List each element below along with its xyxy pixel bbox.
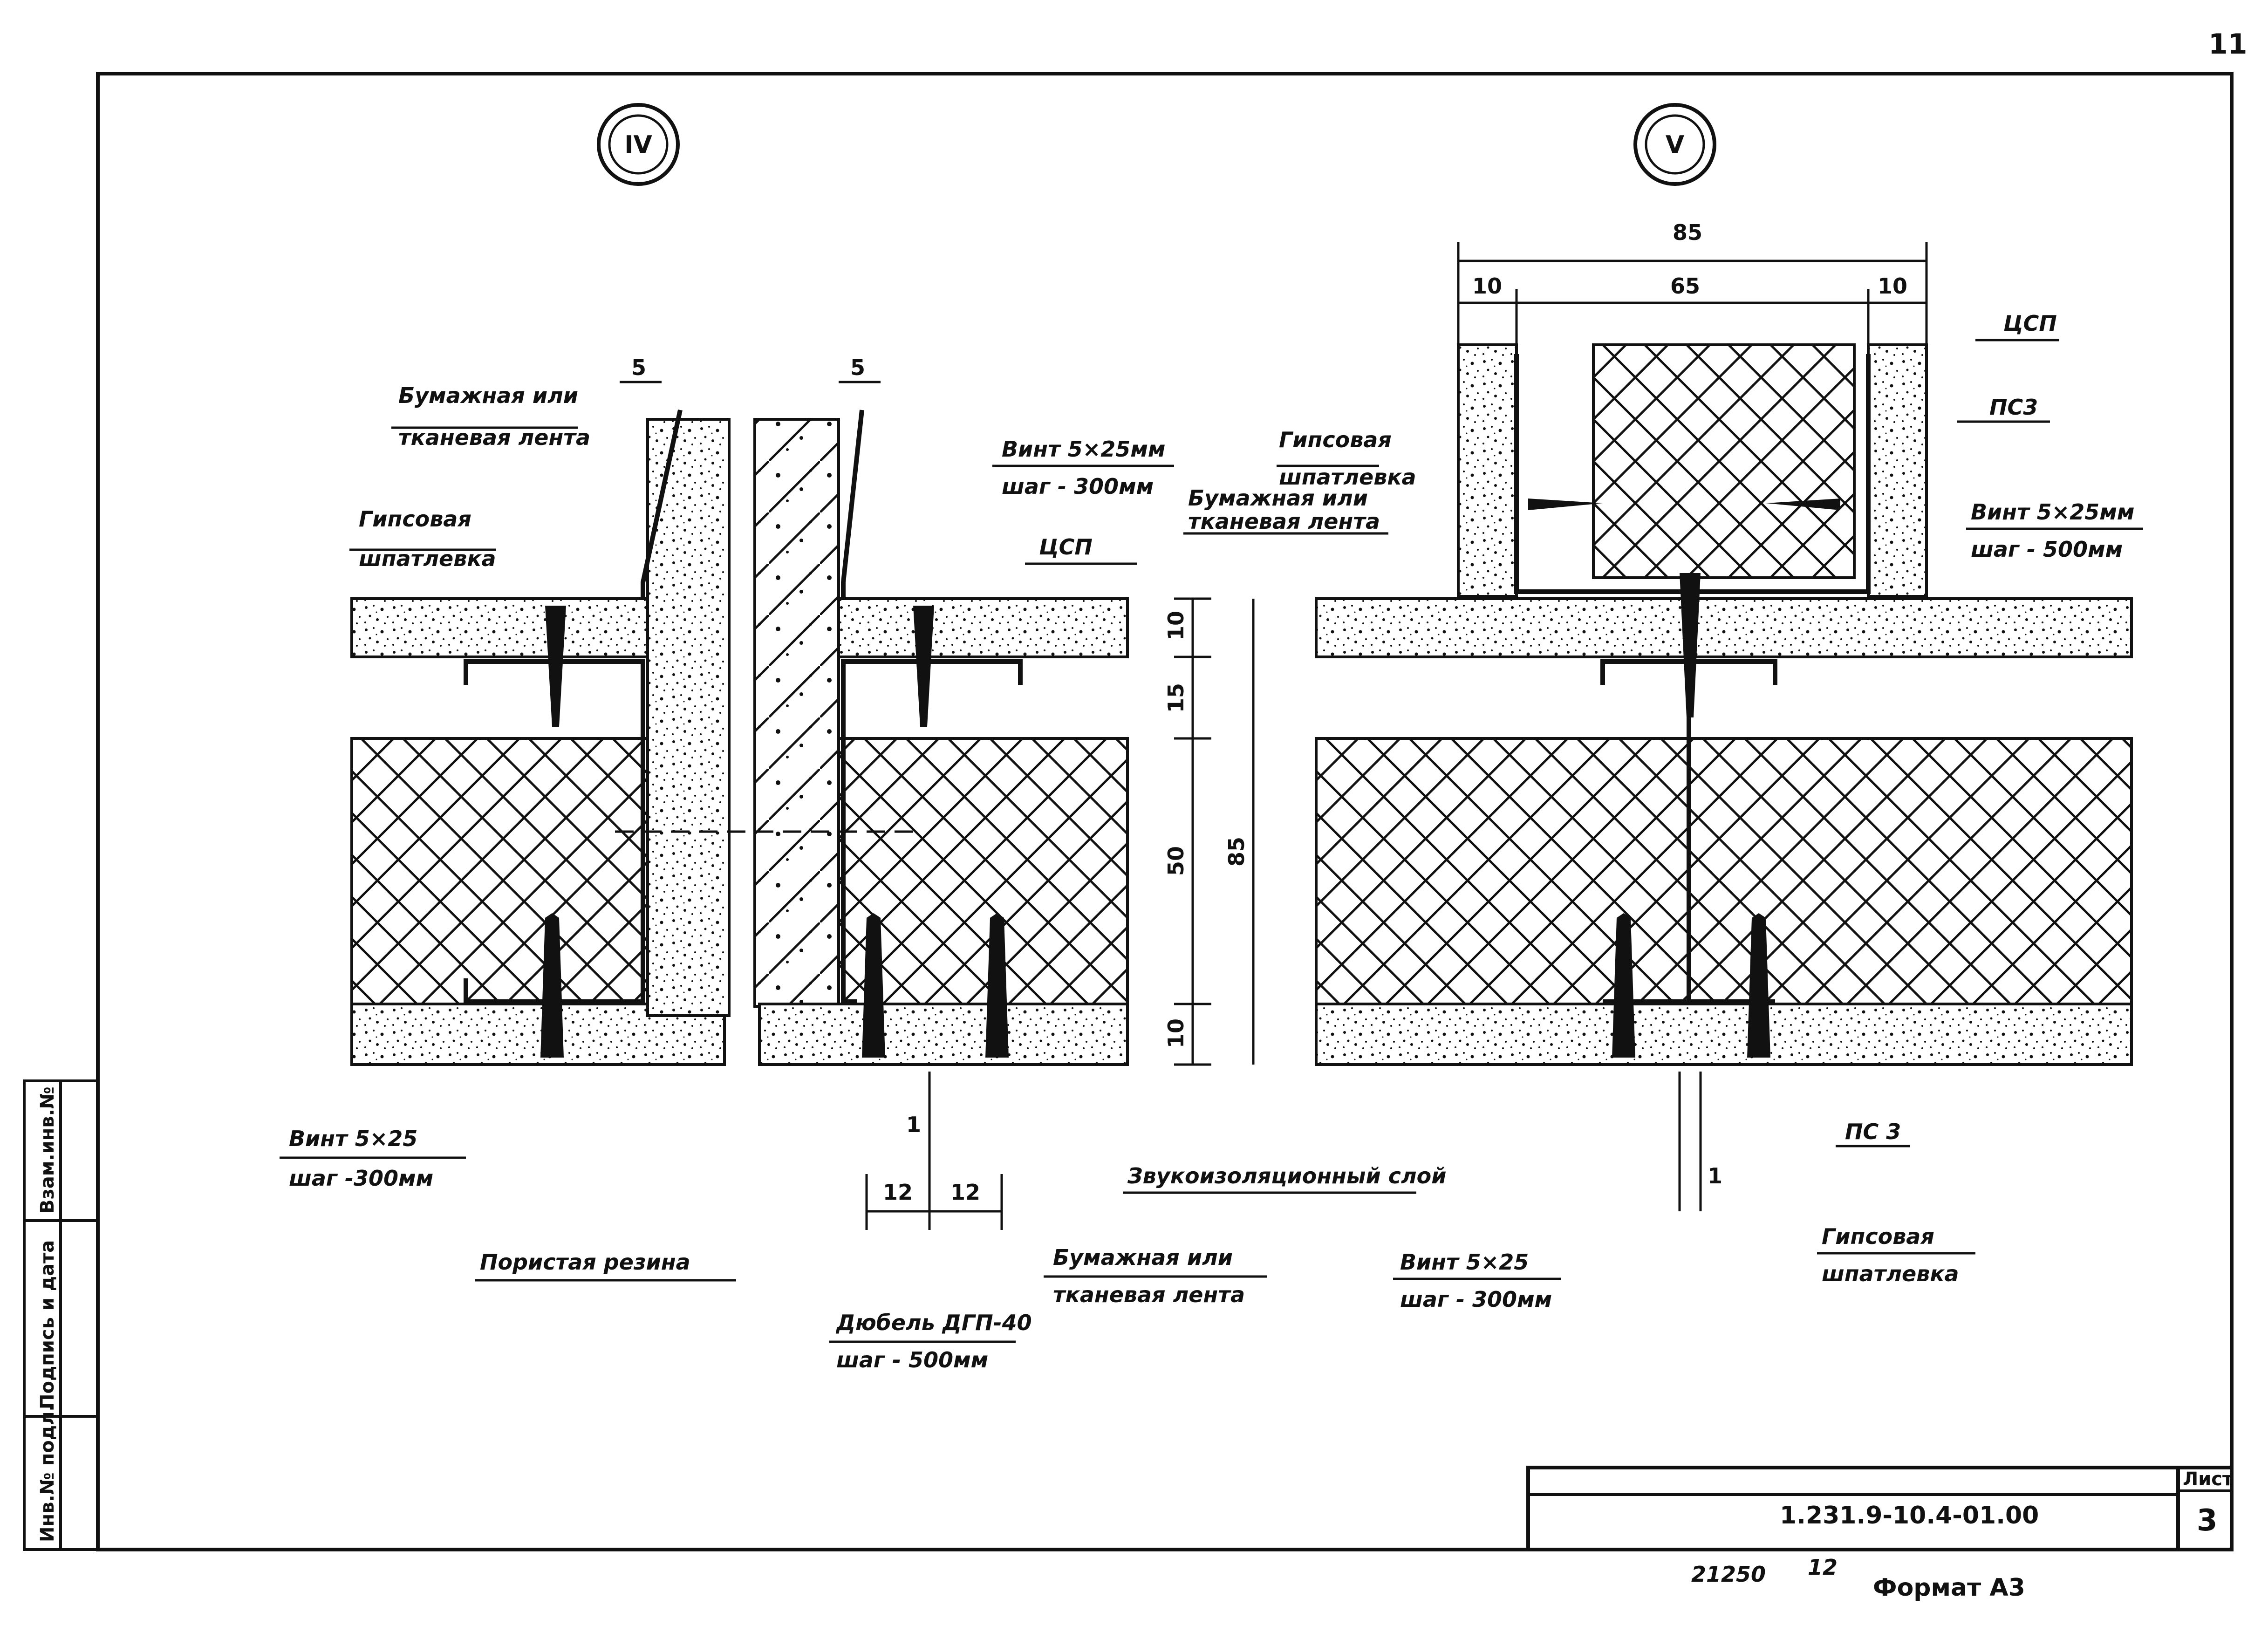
title-block: 1.231.9-10.4-01.00 Лист 3	[1526, 1466, 2234, 1551]
screw-icon	[1528, 499, 1840, 1058]
label-tape-mid-1: Бумажная или	[1053, 1245, 1233, 1270]
dim-50: 50	[1163, 846, 1189, 876]
sheet-number: 3	[2197, 1503, 2218, 1538]
dim-1-left: 1	[906, 1112, 921, 1137]
sheet-frame	[96, 72, 2234, 1551]
label-screw-mid-1: Винт 5×25мм	[1002, 437, 1166, 462]
detail-iv-wall	[646, 418, 840, 1017]
label-ps3-top: ПС3	[1989, 395, 2038, 420]
handwritten-number-1: 21250	[1691, 1562, 1766, 1587]
side-stamp-replace: Взам.инв.№	[37, 1086, 58, 1214]
label-tape-right-2: тканевая лента	[1188, 509, 1380, 534]
dim-12-a: 12	[883, 1180, 913, 1205]
svg-text:IV: IV	[624, 131, 652, 159]
leader-lines	[280, 339, 2143, 1343]
dim-10-bottom: 10	[1163, 1018, 1189, 1048]
dimension-lines	[620, 242, 1928, 1230]
dim-10-a: 10	[1472, 273, 1502, 299]
side-stamp-inv: Инв.№ подл.	[37, 1404, 58, 1542]
dim-65: 65	[1670, 273, 1700, 299]
detail-iv-right-panel	[758, 597, 1129, 1066]
label-screw-right-1: Винт 5×25мм	[1971, 499, 2135, 525]
label-porous-rubber: Пористая резина	[480, 1250, 690, 1275]
label-putty-left-1: Гипсовая	[359, 506, 471, 532]
dim-85-vertical: 85	[1224, 837, 1249, 867]
label-tape-mid-2: тканевая лента	[1053, 1282, 1245, 1307]
label-tsp-right: ЦСП	[2003, 311, 2057, 336]
screw-icon	[540, 606, 1009, 1058]
label-putty-bottom-1: Гипсовая	[1822, 1224, 1934, 1249]
svg-text:V: V	[1666, 131, 1684, 159]
dim-1-right: 1	[1708, 1163, 1722, 1188]
label-tape-left-1: Бумажная или	[398, 383, 578, 408]
detail-v-partition	[1457, 343, 1928, 598]
callout-labels: Бумажная или тканевая лента Гипсовая шпа…	[289, 311, 2135, 1373]
dim-15: 15	[1163, 683, 1189, 713]
label-screw-low-1: Винт 5×25	[289, 1126, 417, 1151]
label-screw-bottom-2: шаг - 300мм	[1400, 1287, 1552, 1312]
label-tsp-mid: ЦСП	[1039, 534, 1093, 560]
label-putty-right-2: шпатлевка	[1279, 464, 1416, 490]
dim-85-top: 85	[1673, 220, 1702, 245]
dim-5-left: 5	[631, 355, 646, 380]
label-ps3-bottom: ПС 3	[1845, 1119, 1901, 1144]
label-putty-left-2: шпатлевка	[359, 546, 496, 571]
detail-marker-iv: IV	[597, 103, 680, 186]
dimension-texts: 5 5 10 15 50 10 85 1 12 12 85 10 65 10 1	[631, 220, 1907, 1205]
handwritten-number-2: 12	[1808, 1555, 1838, 1580]
dim-10-top: 10	[1163, 611, 1189, 641]
label-sound-layer: Звукоизоляционный слой	[1127, 1163, 1447, 1188]
label-screw-mid-2: шаг - 300мм	[1002, 474, 1154, 499]
label-screw-low-2: шаг -300мм	[289, 1166, 433, 1191]
label-screw-right-2: шаг - 500мм	[1971, 537, 2123, 562]
label-putty-bottom-2: шпатлевка	[1822, 1261, 1959, 1286]
label-putty-right-1: Гипсовая	[1279, 427, 1392, 452]
dim-10-b: 10	[1878, 273, 1907, 299]
dim-5-right: 5	[850, 355, 865, 380]
side-stamp-sign: Подпись и дата	[37, 1240, 58, 1409]
detail-v-floor	[1315, 597, 2133, 1066]
label-dowel-2: шаг - 500мм	[836, 1347, 988, 1373]
sheet-label: Лист	[2183, 1468, 2234, 1490]
dim-12-b: 12	[950, 1180, 980, 1205]
label-tape-left-2: тканевая лента	[398, 425, 590, 450]
label-dowel-1: Дюбель ДГП-40	[835, 1310, 1032, 1335]
page-number: 11	[2208, 28, 2248, 61]
side-stamp: Инв.№ подл. Подпись и дата Взам.инв.№	[23, 1079, 99, 1551]
format-label: Формат А3	[1873, 1574, 2025, 1602]
detail-marker-v: V	[1633, 103, 1716, 186]
label-screw-bottom-1: Винт 5×25	[1400, 1250, 1529, 1275]
title-code: 1.231.9-10.4-01.00	[1780, 1502, 2039, 1530]
label-tape-right-1: Бумажная или	[1188, 485, 1368, 511]
